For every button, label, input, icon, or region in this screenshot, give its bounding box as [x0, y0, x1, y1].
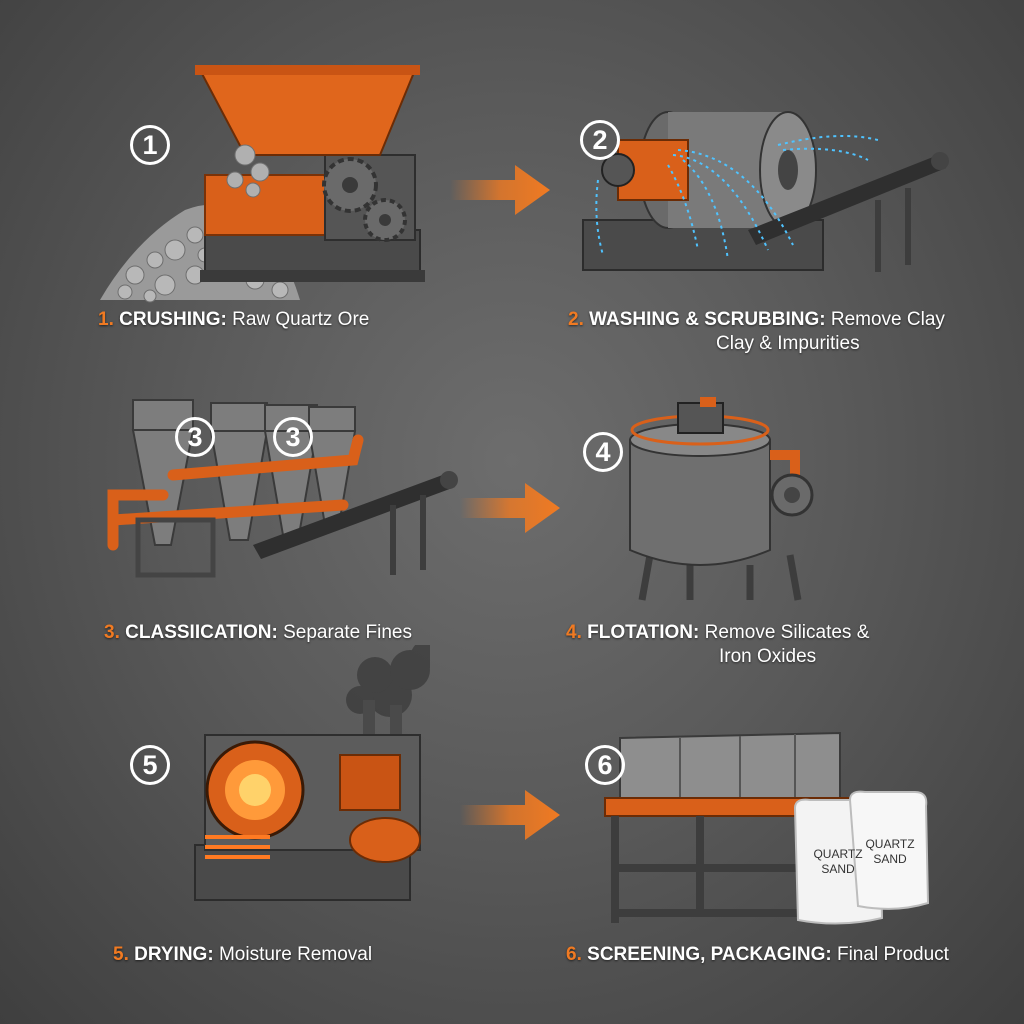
step-4-name: FLOTATION: [587, 622, 700, 643]
step-1-desc: Raw Quartz Ore [232, 309, 370, 330]
step-5-number: 5. [113, 944, 129, 965]
scrubber-drum-icon [582, 111, 949, 272]
step-4-badge: 4 [583, 432, 623, 472]
step-1-number: 1. [98, 309, 114, 330]
step-6-badge: 6 [585, 745, 625, 785]
step-4-number: 4. [566, 622, 582, 643]
step-5-badge: 5 [130, 745, 170, 785]
step-3-badge-a: 3 [175, 417, 215, 457]
step-2-number: 2. [568, 309, 584, 330]
rotary-dryer-icon [194, 645, 430, 901]
step-3-desc: Separate Fines [283, 622, 412, 643]
step-6-caption: 6. SCREENING, PACKAGING: Final Product [566, 943, 949, 967]
step-1-name: CRUSHING: [119, 309, 227, 330]
vibrating-screen-icon: QUARTZ SAND QUARTZ SAND [604, 731, 930, 925]
flow-arrow-icon [450, 165, 550, 215]
bag-1-label-line1: QUARTZ [813, 847, 862, 861]
hydrocyclone-icon [107, 399, 458, 578]
flow-arrow-icon [460, 790, 560, 840]
flotation-tank-icon [629, 397, 814, 601]
jaw-crusher-icon [100, 65, 425, 303]
step-6-name: SCREENING, PACKAGING: [587, 944, 832, 965]
bag-1-label-line2: SAND [821, 862, 855, 876]
step-1-badge: 1 [130, 125, 170, 165]
step-6-desc: Final Product [836, 944, 949, 965]
step-4-caption: 4. FLOTATION: Remove Silicates & [566, 621, 869, 645]
step-4-caption-line2: Iron Oxides [719, 645, 816, 669]
flow-arrow-icon [460, 483, 560, 533]
step-3-number: 3. [104, 622, 120, 643]
bag-2-label-line2: SAND [873, 852, 907, 866]
bag-2-label-line1: QUARTZ [865, 837, 914, 851]
step-2-desc2: Clay & Impurities [716, 333, 860, 354]
step-5-desc: Moisture Removal [218, 944, 373, 965]
step-5-caption: 5. DRYING: Moisture Removal [113, 943, 372, 967]
step-4-desc: Remove Silicates & [704, 622, 870, 643]
step-1-caption: 1. CRUSHING: Raw Quartz Ore [98, 308, 369, 332]
step-3-caption: 3. CLASSIICATION: Separate Fines [104, 621, 412, 645]
step-6-number: 6. [566, 944, 582, 965]
step-5-name: DRYING: [134, 944, 214, 965]
step-2-caption: 2. WASHING & SCRUBBING: Remove Clay [568, 308, 945, 332]
step-2-desc: Remove Clay [830, 309, 945, 330]
step-4-desc2: Iron Oxides [719, 646, 817, 667]
step-2-name: WASHING & SCRUBBING: [589, 309, 826, 330]
step-3-name: CLASSIICATION: [125, 622, 278, 643]
step-3-badge-b: 3 [273, 417, 313, 457]
step-2-caption-line2: Clay & Impurities [716, 332, 860, 356]
step-2-badge: 2 [580, 120, 620, 160]
